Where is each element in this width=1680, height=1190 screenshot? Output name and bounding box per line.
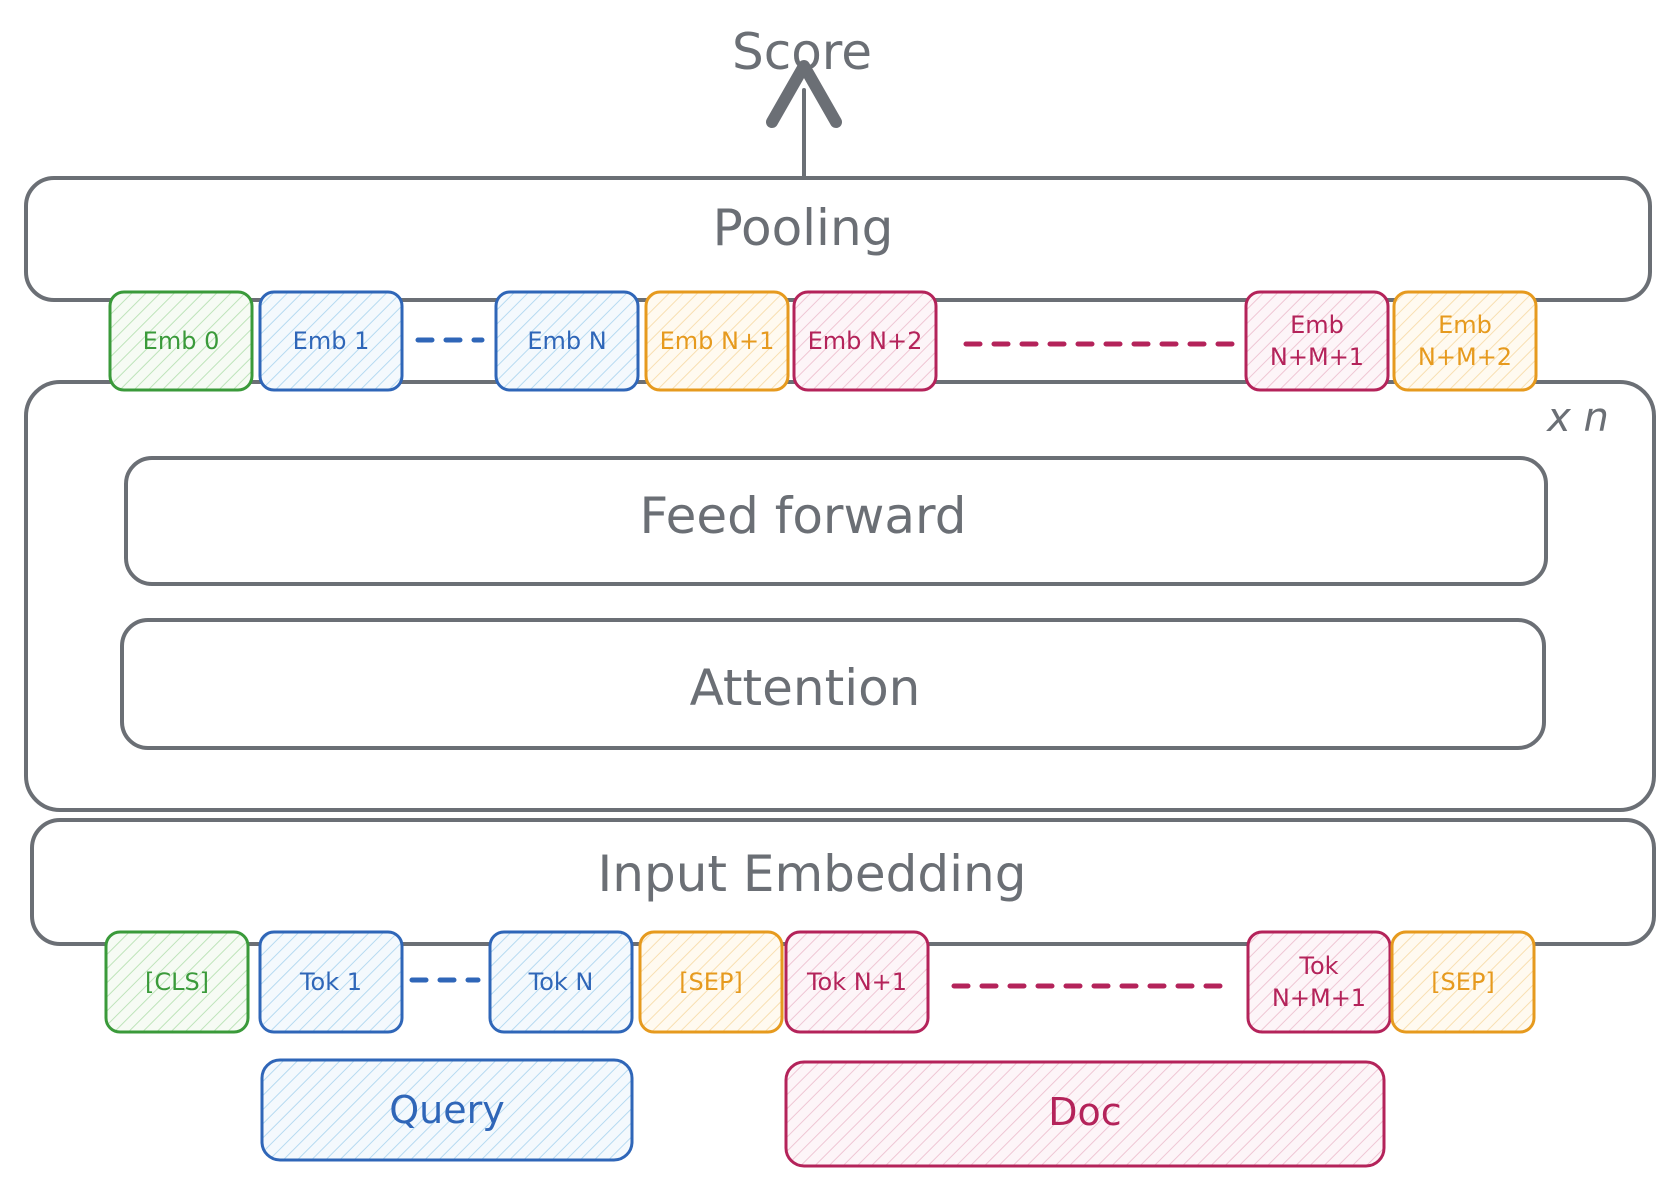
embedding-box-6 (1392, 290, 1538, 392)
embedding-box-1 (258, 290, 404, 392)
token-box-0 (104, 930, 250, 1034)
token-box-4 (784, 930, 930, 1034)
token-box-1 (258, 930, 404, 1034)
attention-block (120, 618, 1546, 750)
embedding-label-5-line-1: N+M+1 (1270, 343, 1364, 371)
embedding-label-2-line-0: Emb N (527, 327, 606, 355)
doc-label: Doc (1048, 1090, 1121, 1134)
embedding-box-5 (1244, 290, 1390, 392)
token-box-6 (1390, 930, 1536, 1034)
embedding-label-6-line-0: Emb (1438, 311, 1492, 339)
pooling-label: Pooling (713, 199, 894, 257)
query-block (260, 1058, 634, 1162)
token-label-1-line-0: Tok 1 (299, 968, 362, 996)
embedding-label-3-line-0: Emb N+1 (660, 327, 775, 355)
token-label-2-line-0: Tok N (528, 968, 594, 996)
token-label-5-line-0: Tok (1298, 952, 1338, 980)
token-label-3-line-0: [SEP] (679, 968, 743, 996)
token-label-6-line-0: [SEP] (1431, 968, 1495, 996)
feed-forward-block (124, 456, 1548, 586)
doc-block (784, 1060, 1386, 1168)
query-label: Query (389, 1088, 504, 1132)
token-box-3 (638, 930, 784, 1034)
token-label-0-line-0: [CLS] (145, 968, 209, 996)
attention-label: Attention (690, 659, 921, 717)
repeat-label: x n (1545, 395, 1609, 441)
token-box-2 (488, 930, 634, 1034)
token-label-4-line-0: Tok N+1 (806, 968, 907, 996)
embedding-label-4-line-0: Emb N+2 (808, 327, 923, 355)
token-box-5 (1246, 930, 1392, 1034)
score-label: Score (732, 23, 872, 81)
embedding-box-4 (792, 290, 938, 392)
embedding-box-2 (494, 290, 640, 392)
feed-forward-label: Feed forward (640, 487, 967, 545)
embedding-label-1-line-0: Emb 1 (293, 327, 370, 355)
embedding-label-0-line-0: Emb 0 (143, 327, 220, 355)
embedding-box-3 (644, 290, 790, 392)
embedding-label-6-line-1: N+M+2 (1418, 343, 1512, 371)
embedding-label-5-line-0: Emb (1290, 311, 1344, 339)
token-label-5-line-1: N+M+1 (1272, 984, 1366, 1012)
input-embedding-label: Input Embedding (598, 845, 1027, 903)
embedding-box-0 (108, 290, 254, 392)
